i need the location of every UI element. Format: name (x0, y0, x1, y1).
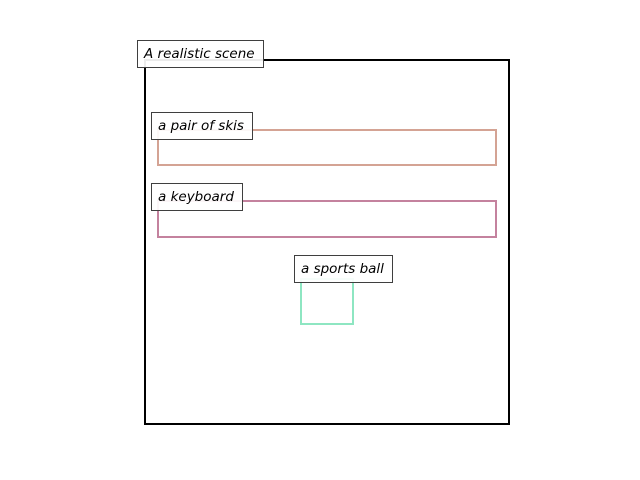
scene-frame (144, 59, 510, 425)
scene-title-label: A realistic scene (137, 40, 264, 68)
sports-ball-label: a sports ball (294, 255, 393, 283)
keyboard-label: a keyboard (151, 183, 243, 211)
sports-ball-bounding-box (300, 278, 354, 325)
keyboard-bounding-box (157, 200, 497, 238)
skis-bounding-box (157, 129, 497, 166)
skis-label: a pair of skis (151, 112, 253, 140)
